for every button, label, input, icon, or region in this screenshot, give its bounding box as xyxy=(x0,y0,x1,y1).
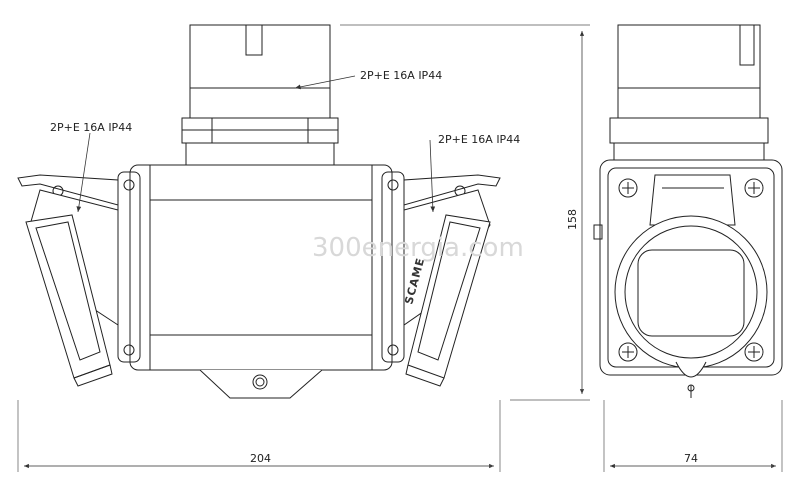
dimension-height: 158 xyxy=(566,209,579,230)
plug-body xyxy=(181,24,339,166)
dimension-width: 204 xyxy=(250,452,271,465)
mounting-tab xyxy=(199,369,323,399)
screw-br xyxy=(744,342,764,362)
label-leaders xyxy=(76,75,436,213)
right-socket xyxy=(403,174,501,387)
left-socket xyxy=(17,174,119,387)
watermark: 300energia.com xyxy=(312,233,524,263)
front-view xyxy=(17,24,501,399)
screw-tr xyxy=(744,178,764,198)
screw-tl xyxy=(618,178,638,198)
label-left-socket: 2P+E 16A IP44 xyxy=(50,121,132,134)
dimension-lines xyxy=(17,24,783,472)
main-body xyxy=(117,164,405,371)
side-view xyxy=(593,24,783,398)
dimension-depth: 74 xyxy=(684,452,698,465)
label-right-socket: 2P+E 16A IP44 xyxy=(438,133,520,146)
screw-bl xyxy=(618,342,638,362)
label-top-socket: 2P+E 16A IP44 xyxy=(360,69,442,82)
